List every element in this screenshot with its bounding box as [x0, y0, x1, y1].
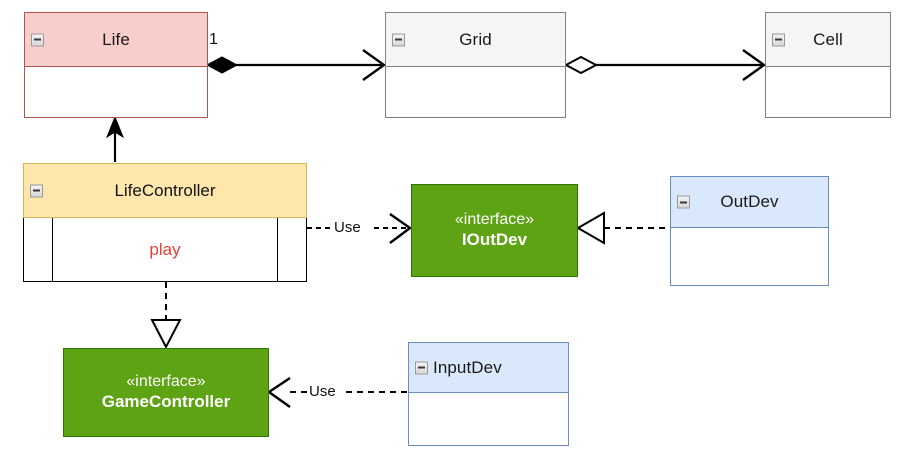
- minus-square-icon[interactable]: [392, 33, 405, 46]
- edge-label-use-ioutdev: Use: [333, 219, 362, 236]
- class-name-life: Life: [102, 29, 130, 49]
- interface-name-gamecontroller: GameController: [101, 391, 231, 411]
- edge-grid-cell-aggregation: [563, 49, 767, 81]
- class-name-outdev: OutDev: [720, 192, 779, 211]
- compartment-left-spacer: [24, 218, 53, 281]
- edge-lifecontroller-life-association: [105, 115, 125, 162]
- class-header-cell: Cell: [766, 13, 890, 67]
- edge-life-grid-composition: [205, 49, 387, 81]
- class-name-grid: Grid: [459, 29, 492, 49]
- class-name-inputdev: InputDev: [433, 357, 502, 377]
- interface-box-ioutdev[interactable]: «interface» IOutDev: [411, 184, 578, 277]
- class-box-grid[interactable]: Grid: [385, 12, 566, 118]
- class-body-life: [25, 67, 207, 117]
- class-body-outdev: [671, 228, 828, 285]
- class-box-lifecontroller[interactable]: LifeController play: [23, 163, 307, 282]
- edge-outdev-ioutdev-realization: [575, 211, 669, 245]
- minus-square-icon[interactable]: [415, 361, 428, 374]
- class-header-outdev: OutDev: [671, 177, 828, 228]
- method-play[interactable]: play: [149, 239, 181, 259]
- minus-square-icon[interactable]: [677, 195, 690, 209]
- class-box-outdev[interactable]: OutDev: [670, 176, 829, 286]
- class-name-lifecontroller: LifeController: [114, 180, 216, 200]
- class-header-life: Life: [25, 13, 207, 67]
- edge-inputdev-gamecontroller-dependency: [266, 377, 407, 408]
- minus-square-icon[interactable]: [772, 33, 785, 46]
- compartment-right-spacer: [277, 218, 306, 281]
- class-header-grid: Grid: [386, 13, 565, 67]
- class-box-inputdev[interactable]: InputDev: [408, 342, 569, 446]
- class-name-cell: Cell: [813, 29, 843, 49]
- multiplicity-label-life-grid: 1: [209, 31, 218, 48]
- class-box-life[interactable]: Life: [24, 12, 208, 118]
- interface-box-gamecontroller[interactable]: «interface» GameController: [63, 348, 269, 437]
- class-header-inputdev: InputDev: [409, 343, 568, 393]
- edge-lifecontroller-gamecontroller-realization: [150, 282, 182, 350]
- interface-stereotype-gamecontroller: «interface»: [126, 373, 206, 391]
- minus-square-icon[interactable]: [31, 33, 44, 46]
- class-box-cell[interactable]: Cell: [765, 12, 891, 118]
- class-body-lifecontroller: play: [23, 218, 307, 282]
- class-body-inputdev: [409, 393, 568, 445]
- interface-name-ioutdev: IOutDev: [461, 229, 528, 249]
- edge-label-use-gamecontroller: Use: [308, 383, 337, 400]
- class-body-cell: [766, 67, 890, 117]
- class-body-grid: [386, 67, 565, 117]
- interface-stereotype-ioutdev: «interface»: [454, 211, 535, 229]
- minus-square-icon[interactable]: [30, 184, 43, 197]
- class-header-lifecontroller: LifeController: [23, 163, 307, 218]
